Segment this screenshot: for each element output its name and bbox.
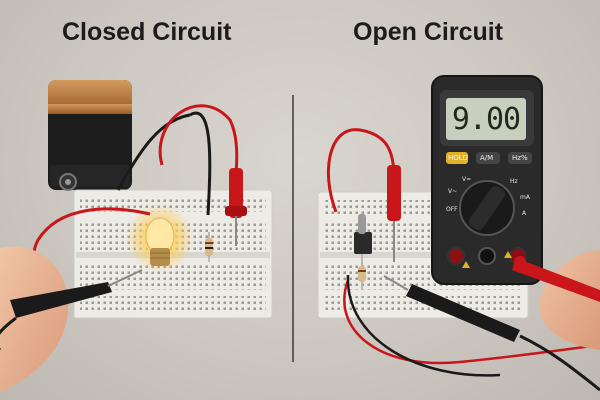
- hz-button-label: Hz%: [512, 154, 528, 162]
- dial-label-vac: V~: [448, 188, 458, 195]
- resistor-icon: [205, 232, 213, 262]
- closed-circuit-title: Closed Circuit: [62, 18, 232, 46]
- hand-icon: [0, 246, 143, 392]
- multimeter-icon: [431, 75, 543, 285]
- dial-label-off: OFF: [446, 206, 458, 213]
- dial-label-ma: mA: [520, 194, 530, 201]
- probe-icon: [383, 275, 600, 392]
- probe-icon: [387, 165, 401, 262]
- dial-label-hz: Hz: [510, 178, 518, 185]
- dial-label-vdc: V=: [462, 176, 472, 183]
- am-button-label: A/M: [480, 154, 494, 162]
- open-circuit-title: Open Circuit: [353, 18, 504, 46]
- probe-icon: [225, 168, 247, 246]
- multimeter-display: 9.00: [451, 101, 521, 137]
- hold-button-label: HOLD: [448, 154, 469, 162]
- light-bulb-icon: [126, 204, 194, 272]
- toggle-switch-icon: [354, 214, 372, 282]
- battery-icon: [48, 80, 132, 191]
- resistor-icon: [358, 262, 366, 290]
- hand-icon: [512, 250, 600, 350]
- dial-label-a: A: [522, 210, 527, 217]
